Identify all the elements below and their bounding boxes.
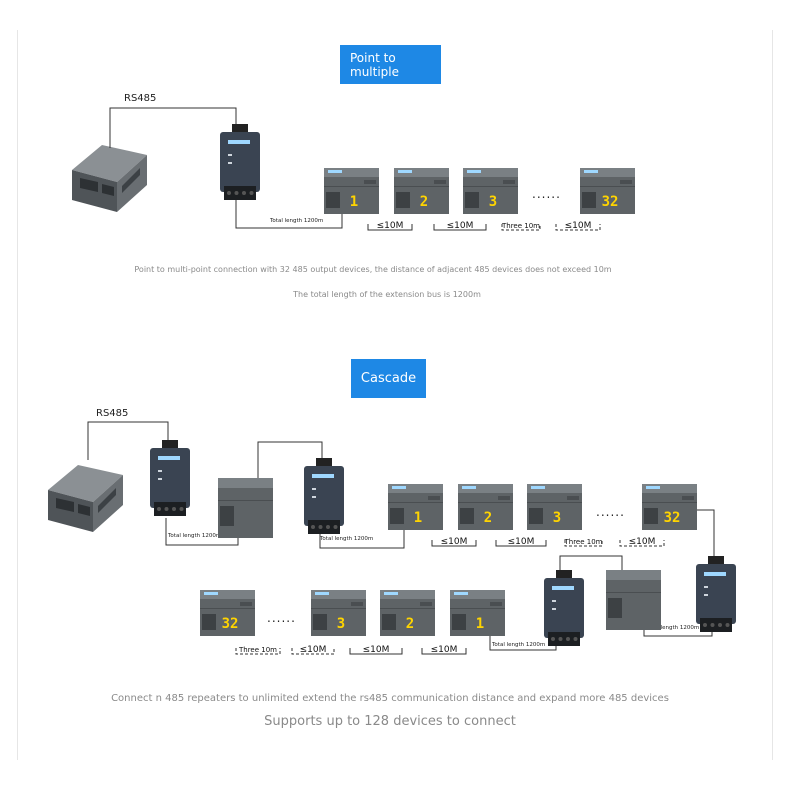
point-rs485-label: RS485 bbox=[124, 93, 157, 104]
cascade-row1-gap-4: ≤10M bbox=[629, 537, 656, 547]
cascade-caption-2: Supports up to 128 devices to connect bbox=[264, 714, 516, 729]
point-gap-1: ≤10M bbox=[377, 221, 404, 231]
cascade-master-plc bbox=[48, 465, 123, 532]
cascade-converter-3 bbox=[696, 556, 736, 632]
cascade-row2-gap-4-bracket bbox=[291, 648, 335, 655]
cascade-row2-ellipsis: ...... bbox=[267, 611, 296, 625]
cascade-row1-number-2: 2 bbox=[484, 510, 492, 526]
cascade-row2-gap-2-bracket bbox=[349, 648, 403, 655]
cascade-title: Cascade bbox=[360, 370, 417, 386]
point-to-multiple-badge: Point to multiple bbox=[340, 45, 441, 84]
point-rs485-wire bbox=[109, 107, 237, 148]
point-to-multiple-title: Point to multiple bbox=[350, 50, 400, 79]
point-total-length: Total length 1200m bbox=[269, 218, 323, 224]
point-gap-2-bracket bbox=[433, 224, 487, 231]
left-border-line bbox=[17, 30, 18, 760]
point-slave-number-3: 3 bbox=[489, 194, 497, 210]
cascade-row1-plc-4: 32 bbox=[642, 484, 697, 530]
point-slave-number-1: 1 bbox=[350, 194, 358, 210]
point-converter bbox=[220, 124, 260, 200]
cascade-converter-4 bbox=[544, 570, 584, 646]
cascade-row1-gap-2-bracket bbox=[495, 540, 547, 547]
cascade-bus-wire-2 bbox=[319, 530, 405, 549]
cascade-rs485-wire bbox=[87, 421, 169, 460]
cascade-converter-2 bbox=[304, 458, 344, 534]
cascade-row2-gap-1-bracket bbox=[421, 648, 467, 655]
cascade-link-wire-1 bbox=[257, 441, 323, 478]
cascade-converter-1 bbox=[150, 440, 190, 516]
point-caption-2: The total length of the extension bus is… bbox=[293, 290, 481, 299]
cascade-row1-plc-2: 2 bbox=[458, 484, 513, 530]
cascade-link-wire-2 bbox=[697, 509, 715, 556]
point-slave-plc-3: 3 bbox=[463, 168, 518, 214]
point-master-plc bbox=[72, 145, 147, 212]
cascade-row1-gap-2: ≤10M bbox=[508, 537, 535, 547]
cascade-row2-gap-3-bracket bbox=[235, 648, 281, 655]
cascade-row2-plc-4: 32 bbox=[200, 590, 255, 636]
cascade-row2-plc-3: 3 bbox=[311, 590, 366, 636]
cascade-link-wire-3 bbox=[559, 555, 623, 570]
cascade-row1-number-1: 1 bbox=[414, 510, 422, 526]
cascade-row1-gap-1: ≤10M bbox=[441, 537, 468, 547]
cascade-total-length-2: Total length 1200m bbox=[319, 536, 373, 542]
cascade-row2-gap-4: ≤10M bbox=[300, 645, 327, 655]
cascade-row1-gap-3: Three 10m bbox=[563, 538, 602, 546]
cascade-row1-plc-3: 3 bbox=[527, 484, 582, 530]
cascade-row2-gap-3: Three 10m bbox=[238, 646, 277, 654]
point-slave-number-2: 2 bbox=[420, 194, 428, 210]
cascade-row2-plc-1: 1 bbox=[450, 590, 505, 636]
cascade-row2-number-4: 32 bbox=[222, 616, 239, 632]
point-caption-1: Point to multi-point connection with 32 … bbox=[134, 265, 612, 274]
cascade-total-length-4: Total length 1200m bbox=[491, 642, 545, 648]
cascade-plc-a bbox=[218, 478, 273, 538]
right-border-line bbox=[772, 30, 773, 760]
cascade-row2-plc-2: 2 bbox=[380, 590, 435, 636]
point-gap-2: ≤10M bbox=[447, 221, 474, 231]
cascade-row2-number-3: 3 bbox=[337, 616, 345, 632]
point-gap-1-bracket bbox=[367, 224, 413, 231]
cascade-row1-gap-4-bracket bbox=[619, 540, 665, 547]
cascade-row2-gap-1: ≤10M bbox=[431, 645, 458, 655]
cascade-row1-gap-1-bracket bbox=[431, 540, 477, 547]
cascade-row1-plc-1: 1 bbox=[388, 484, 443, 530]
point-slave-number-4: 32 bbox=[602, 194, 619, 210]
point-gap-4-bracket bbox=[555, 224, 601, 231]
cascade-rs485-label: RS485 bbox=[96, 408, 129, 419]
point-slave-plc-4: 32 bbox=[580, 168, 635, 214]
cascade-total-length-3: Total length 1200m bbox=[645, 625, 699, 631]
cascade-row1-ellipsis: ...... bbox=[596, 505, 625, 519]
cascade-row1-gap-3-bracket bbox=[564, 540, 603, 547]
point-gap-3-bracket bbox=[501, 224, 541, 231]
point-slave-plc-2: 2 bbox=[394, 168, 449, 214]
cascade-row2-gap-2: ≤10M bbox=[363, 645, 390, 655]
point-slave-plc-1: 1 bbox=[324, 168, 379, 214]
cascade-badge: Cascade bbox=[351, 359, 426, 398]
cascade-row2-number-2: 2 bbox=[406, 616, 414, 632]
point-gap-4: ≤10M bbox=[565, 221, 592, 231]
cascade-row2-number-1: 1 bbox=[476, 616, 484, 632]
point-gap-3: Three 10m bbox=[501, 222, 540, 230]
cascade-row1-number-3: 3 bbox=[553, 510, 561, 526]
cascade-row1-number-4: 32 bbox=[664, 510, 681, 526]
cascade-plc-b bbox=[606, 570, 661, 630]
cascade-total-length-1: Total length 1200m bbox=[167, 533, 221, 539]
cascade-bus-wire-4 bbox=[489, 636, 557, 651]
point-ellipsis: ...... bbox=[532, 187, 561, 201]
cascade-caption-1: Connect n 485 repeaters to unlimited ext… bbox=[111, 693, 669, 704]
